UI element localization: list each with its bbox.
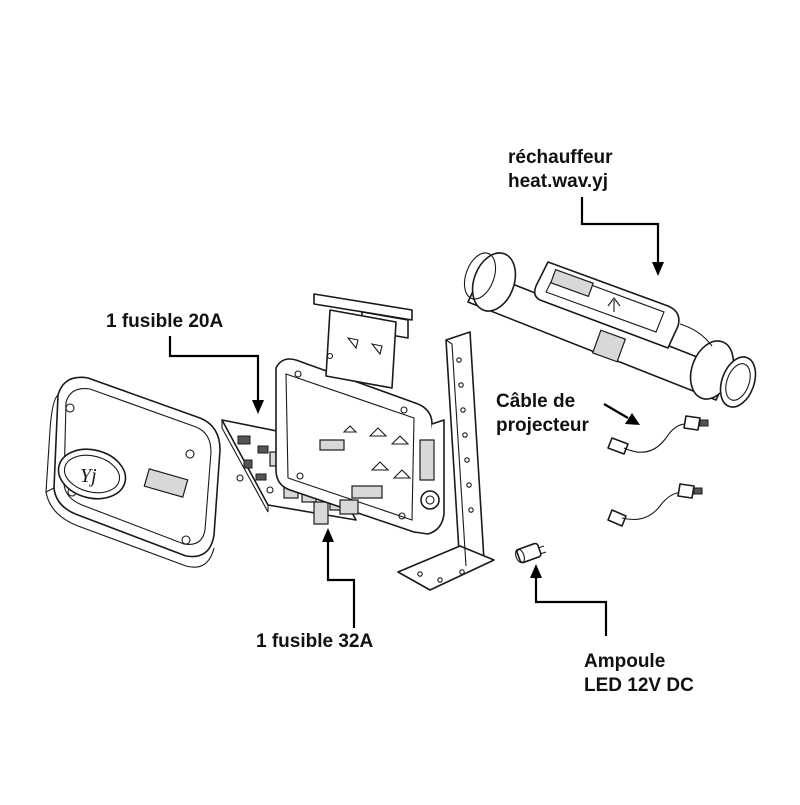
leader-fuse32 <box>322 528 356 628</box>
leader-heater <box>580 197 664 276</box>
wall-bracket <box>397 331 495 591</box>
cable-label: Câble de projecteur <box>496 390 589 438</box>
heater-label-line2: heat.wav.yj <box>508 171 608 192</box>
heater-unit <box>463 252 757 408</box>
led-bulb <box>514 542 547 564</box>
heater-label-line1: réchauffeur <box>508 147 613 168</box>
leader-cable <box>603 403 640 425</box>
control-box-cover: Yj <box>45 376 221 568</box>
fuse-20a-label: 1 fusible 20A <box>106 310 223 334</box>
fuse-20a-text: 1 fusible 20A <box>106 311 224 332</box>
cover-logo: Yj <box>80 465 97 487</box>
fuse-32a-text: 1 fusible 32A <box>256 631 374 652</box>
control-box-body <box>275 358 445 535</box>
bulb-label: Ampoule LED 12V DC <box>584 650 694 698</box>
leader-bulb <box>530 564 608 636</box>
heater-label: réchauffeur heat.wav.yj <box>508 146 613 194</box>
cable-label-line1: Câble de <box>496 391 576 412</box>
bulb-label-line2: LED 12V DC <box>584 675 694 696</box>
fuse-32a-label: 1 fusible 32A <box>256 630 373 654</box>
cable-label-line2: projecteur <box>496 415 589 436</box>
leader-fuse20 <box>168 336 264 414</box>
projector-cables <box>607 415 709 527</box>
bulb-label-line1: Ampoule <box>584 651 666 672</box>
mounting-bracket <box>313 293 413 389</box>
